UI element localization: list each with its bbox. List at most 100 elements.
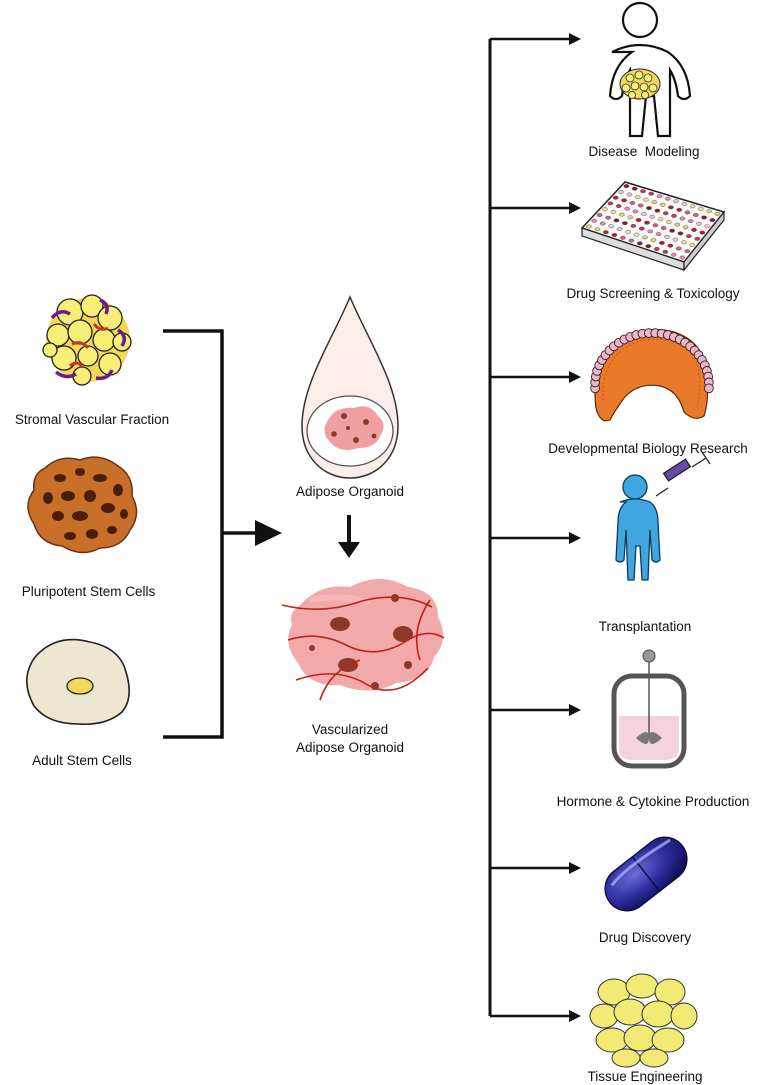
plate-well <box>655 232 662 237</box>
plate-well <box>642 235 648 240</box>
plate-well <box>608 224 615 229</box>
plate-well <box>630 223 637 228</box>
plate-well <box>637 241 643 246</box>
plate-well <box>591 218 598 223</box>
adipose-organoid-icon <box>301 295 399 479</box>
plate-well <box>714 211 721 216</box>
vascularized-organoid-label-line1: Vascularized <box>311 722 389 737</box>
vascularized-organoid-label-line2: Adipose Organoid <box>295 740 405 755</box>
plate-well <box>668 205 674 210</box>
branch-arrow-heads <box>569 33 581 1022</box>
plate-well <box>677 231 684 236</box>
plate-well <box>672 237 679 242</box>
plate-well <box>684 249 691 254</box>
plate-well <box>621 198 627 203</box>
plate-well <box>651 200 658 205</box>
application-label-disease-modeling: Disease Modeling <box>588 144 700 159</box>
plate-well <box>682 225 689 230</box>
plate-well <box>632 209 639 214</box>
plate-well <box>612 195 619 200</box>
plate-well <box>618 189 624 194</box>
plate-well <box>625 229 631 234</box>
plate-well <box>686 234 692 239</box>
plate-well <box>611 233 618 237</box>
plate-well <box>648 191 655 196</box>
plate-well <box>650 238 657 243</box>
plate-well <box>641 212 647 216</box>
plate-well <box>689 243 696 247</box>
plate-well <box>644 220 650 225</box>
plate-well <box>693 213 699 217</box>
plate-well <box>596 213 603 217</box>
plate-well <box>666 220 672 224</box>
application-label-transplantation: Transplantation <box>598 619 692 634</box>
plate-well <box>662 211 669 216</box>
plate-well <box>631 186 638 191</box>
plate-well <box>667 243 674 248</box>
plate-well <box>649 214 656 219</box>
plate-well <box>684 210 691 215</box>
embryo-section-icon <box>590 328 714 422</box>
plate-well <box>620 235 626 240</box>
plate-well <box>709 218 716 223</box>
plate-well <box>662 249 669 254</box>
source-bracket <box>163 329 258 739</box>
application-label-developmental-biology: Developmental Biology Research <box>548 441 748 456</box>
application-label-hormone-cytokine: Hormone & Cytokine Production <box>556 794 750 809</box>
plate-well <box>594 227 601 232</box>
source-label-stromal-vascular-fraction: Stromal Vascular Fraction <box>14 412 170 427</box>
plate-well <box>626 192 633 197</box>
plate-well <box>637 203 644 208</box>
porous-cell-icon <box>27 456 138 554</box>
plate-well <box>599 221 606 226</box>
plate-well <box>628 238 635 243</box>
plate-well <box>673 199 679 204</box>
plate-well <box>679 216 686 221</box>
plate-well <box>665 196 671 201</box>
plate-well <box>629 200 636 205</box>
plate-well <box>623 184 630 189</box>
plate-well <box>643 197 649 202</box>
plate-well <box>622 221 628 226</box>
plate-well <box>656 194 663 199</box>
application-label-drug-discovery: Drug Discovery <box>598 930 692 945</box>
vascularized-organoid-icon <box>281 579 445 701</box>
application-branches <box>490 37 572 1018</box>
plate-well <box>610 209 617 214</box>
plate-well <box>698 206 704 211</box>
plate-well <box>634 195 641 199</box>
human-syringe-icon <box>615 451 711 581</box>
plate-well <box>687 219 694 224</box>
main-arrow-head <box>255 520 282 546</box>
plate-well <box>671 213 677 218</box>
cell-cluster-icon <box>42 294 132 386</box>
plate-well <box>691 227 697 232</box>
single-cell-icon <box>26 638 130 726</box>
plate-well <box>699 230 706 235</box>
capsule-icon <box>604 836 688 912</box>
plate-well <box>635 218 642 222</box>
plate-well <box>646 206 652 211</box>
plate-well <box>696 221 702 226</box>
plate-well <box>679 255 686 260</box>
plate-well <box>659 240 665 245</box>
plate-well <box>616 227 623 232</box>
plate-well <box>657 217 664 222</box>
plate-well <box>633 232 640 237</box>
plate-well <box>704 224 711 229</box>
plate-well <box>607 201 614 206</box>
plate-well <box>654 208 661 213</box>
plate-well <box>669 228 675 233</box>
plate-well <box>706 209 712 214</box>
plate-well <box>660 226 667 230</box>
source-label-pluripotent-stem-cells: Pluripotent Stem Cells <box>21 584 156 599</box>
plate-well <box>676 246 682 251</box>
plate-well <box>613 218 620 223</box>
plate-well <box>615 204 622 209</box>
plate-well <box>694 236 701 241</box>
plate-well <box>627 215 634 220</box>
plate-well <box>602 207 608 212</box>
bioreactor-icon <box>611 649 687 769</box>
plate-well <box>659 202 666 207</box>
plate-well <box>639 226 645 231</box>
